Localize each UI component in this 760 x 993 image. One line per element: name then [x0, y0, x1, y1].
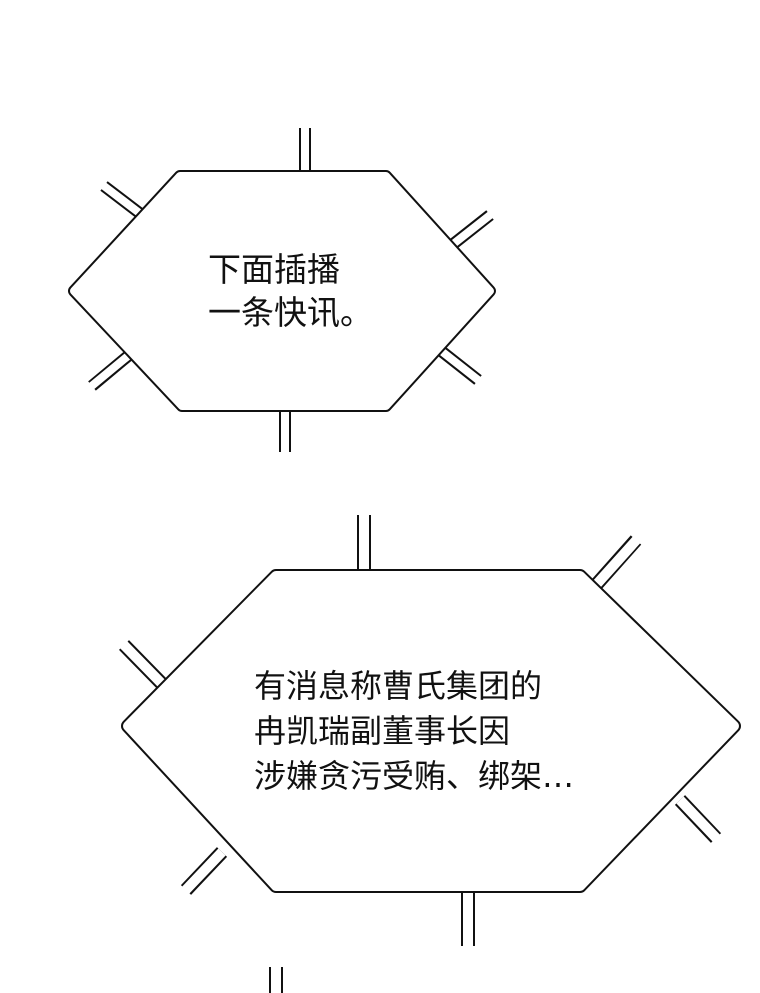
bubble-1-outline [68, 170, 496, 412]
bubble-1-line: 下面插播 [208, 250, 340, 289]
bubble-1-spikes [85, 124, 497, 456]
bubble-2-spikes [116, 510, 724, 993]
bubble-2-line: 冉凯瑞副董事长因 [254, 712, 511, 750]
bubble-1-line: 一条快讯。 [208, 293, 373, 332]
bubble-1-text: 下面插播 一条快讯。 [208, 248, 373, 334]
bubble-2-line: 涉嫌贪污受贿、绑架… [254, 757, 575, 795]
bubble-2-text: 有消息称曹氏集团的 冉凯瑞副董事长因 涉嫌贪污受贿、绑架… [254, 664, 574, 799]
bubble-2-line: 有消息称曹氏集团的 [254, 667, 543, 705]
bubble-2-outline [121, 569, 741, 893]
